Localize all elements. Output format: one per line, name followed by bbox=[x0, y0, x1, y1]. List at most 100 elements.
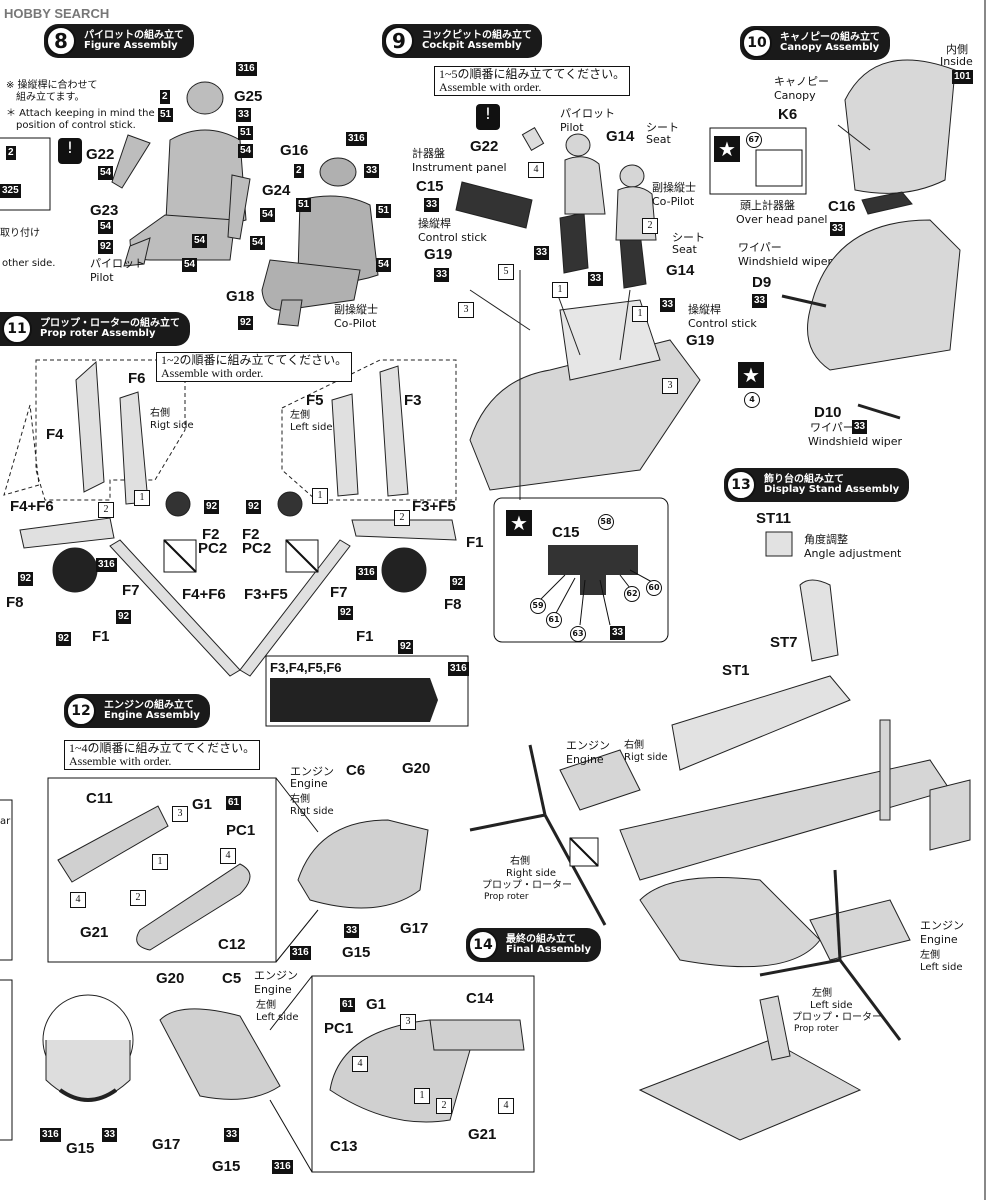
step-number: 1 bbox=[632, 306, 648, 322]
right-side-en: Rigt side bbox=[290, 806, 334, 817]
step-number: 5 bbox=[498, 264, 514, 280]
part-label: PC2 bbox=[242, 540, 272, 557]
paint-tag: 33 bbox=[752, 294, 768, 308]
paint-tag: 316 bbox=[96, 558, 117, 572]
section-title-en: Cockpit Assembly bbox=[422, 40, 522, 51]
engine-label-en: Engine bbox=[920, 933, 958, 946]
step-number: 4 bbox=[352, 1056, 368, 1072]
part-label: C16 bbox=[828, 198, 856, 215]
rotor-order-note: 1~2の順番に組み立ててください。 Assemble with order. bbox=[156, 352, 353, 383]
ohp-label-en: Over head panel bbox=[736, 213, 828, 226]
paint-tag: 33 bbox=[660, 298, 676, 312]
wiper-label-en: Windshield wiper bbox=[808, 435, 903, 448]
paint-tag: 316 bbox=[272, 1160, 293, 1174]
seat-label-jp: シート bbox=[646, 121, 679, 134]
step-number: 1 bbox=[152, 854, 168, 870]
part-label: G17 bbox=[400, 920, 429, 937]
part-label: G22 bbox=[86, 146, 115, 163]
decal-number: 67 bbox=[746, 132, 762, 148]
engine-label-en: Engine bbox=[566, 753, 604, 766]
part-label: G21 bbox=[80, 924, 109, 941]
paint-swatch-label: F3,F4,F5,F6 bbox=[270, 660, 342, 675]
part-label: F4 bbox=[46, 426, 64, 443]
step-number: 3 bbox=[400, 1014, 416, 1030]
part-label: G14 bbox=[606, 128, 635, 145]
paint-tag: 33 bbox=[610, 626, 626, 640]
section-number: 14 bbox=[468, 930, 498, 960]
instrument-label-en: Instrument panel bbox=[412, 161, 507, 174]
paint-tag: 54 bbox=[238, 144, 254, 158]
part-label: F1 bbox=[356, 628, 374, 645]
paint-tag: 51 bbox=[296, 198, 312, 212]
cockpit-order-note: 1~5の順番に組み立ててください。 Assemble with order. bbox=[434, 66, 631, 97]
edge-text: ar bbox=[0, 816, 11, 827]
order-note-jp: 1~2の順番に組み立ててください。 bbox=[161, 353, 348, 367]
part-label: G23 bbox=[90, 202, 119, 219]
paint-tag: 92 bbox=[98, 240, 114, 254]
part-label: F7 bbox=[330, 584, 348, 601]
instrument-label-jp: 計器盤 bbox=[412, 147, 445, 160]
part-label: C12 bbox=[218, 936, 246, 953]
section-title-en: Canopy Assembly bbox=[780, 42, 880, 53]
paint-tag: 316 bbox=[290, 946, 311, 960]
paint-tag: 61 bbox=[226, 796, 242, 810]
part-label: PC1 bbox=[226, 822, 256, 839]
paint-tag: 33 bbox=[434, 268, 450, 282]
part-label: G1 bbox=[366, 996, 387, 1013]
copilot-label-en: Co-Pilot bbox=[652, 195, 695, 208]
step-number: 1 bbox=[134, 490, 150, 506]
part-label: G1 bbox=[192, 796, 213, 813]
decal-number: 60 bbox=[646, 580, 662, 596]
part-label: D9 bbox=[752, 274, 772, 291]
part-label: G19 bbox=[424, 246, 453, 263]
paint-tag: 33 bbox=[344, 924, 360, 938]
section-title-en: Final Assembly bbox=[506, 944, 591, 955]
part-label: C15 bbox=[552, 524, 580, 541]
seat-label-en: Seat bbox=[646, 133, 671, 146]
canopy-label-en: Canopy bbox=[774, 89, 816, 102]
part-label: G20 bbox=[402, 760, 431, 777]
engine-right-jp: 右側 bbox=[624, 740, 644, 751]
part-label: C11 bbox=[86, 790, 113, 807]
paint-tag: 33 bbox=[364, 164, 380, 178]
paint-tag: 316 bbox=[346, 132, 367, 146]
stick-label-en: Control stick bbox=[688, 317, 757, 330]
part-label: G19 bbox=[686, 332, 715, 349]
part-label: F2 bbox=[242, 526, 260, 543]
paint-tag: 316 bbox=[236, 62, 257, 76]
ohp-label-jp: 頭上計器盤 bbox=[740, 199, 795, 212]
part-label: C5 bbox=[222, 970, 242, 987]
copilot-label-jp: 副操縦士 bbox=[652, 181, 696, 194]
wiper-label-jp: ワイパー bbox=[738, 241, 782, 254]
rotor-right-en: Right side bbox=[506, 868, 556, 879]
paint-tag: 54 bbox=[98, 166, 114, 180]
seat-label-en: Seat bbox=[672, 243, 697, 256]
pilot-label-en: Pilot bbox=[90, 271, 114, 284]
decal-number: 4 bbox=[744, 392, 760, 408]
canopy-label-jp: キャノピー bbox=[774, 75, 829, 88]
decal-star-icon: ★ bbox=[738, 362, 764, 388]
paint-tag: 92 bbox=[238, 316, 254, 330]
section-title-jp: 飾り台の組み立て bbox=[764, 473, 844, 485]
watermark: HOBBY SEARCH bbox=[4, 6, 110, 21]
part-label: F1 bbox=[466, 534, 484, 551]
step-number: 4 bbox=[70, 892, 86, 908]
attach-note-en: other side. bbox=[2, 258, 56, 269]
order-note-jp: 1~4の順番に組み立ててください。 bbox=[69, 741, 256, 755]
paint-tag: 325 bbox=[0, 184, 21, 198]
paint-icon: ! bbox=[476, 104, 500, 130]
engine-label-en: Engine bbox=[254, 983, 292, 996]
engine-label-jp: エンジン bbox=[566, 739, 610, 752]
pilot-label-jp: パイロット bbox=[90, 257, 145, 270]
rotor-label-en: Prop roter bbox=[794, 1024, 839, 1034]
left-side-en: Left side bbox=[256, 1012, 299, 1023]
paint-tag: 2 bbox=[6, 146, 16, 160]
right-side-jp: 右側 bbox=[150, 408, 170, 419]
paint-tag: 54 bbox=[260, 208, 276, 222]
stick-label-jp: 操縦桿 bbox=[688, 303, 721, 316]
paint-tag: 33 bbox=[224, 1128, 240, 1142]
paint-icon: ! bbox=[58, 138, 82, 164]
